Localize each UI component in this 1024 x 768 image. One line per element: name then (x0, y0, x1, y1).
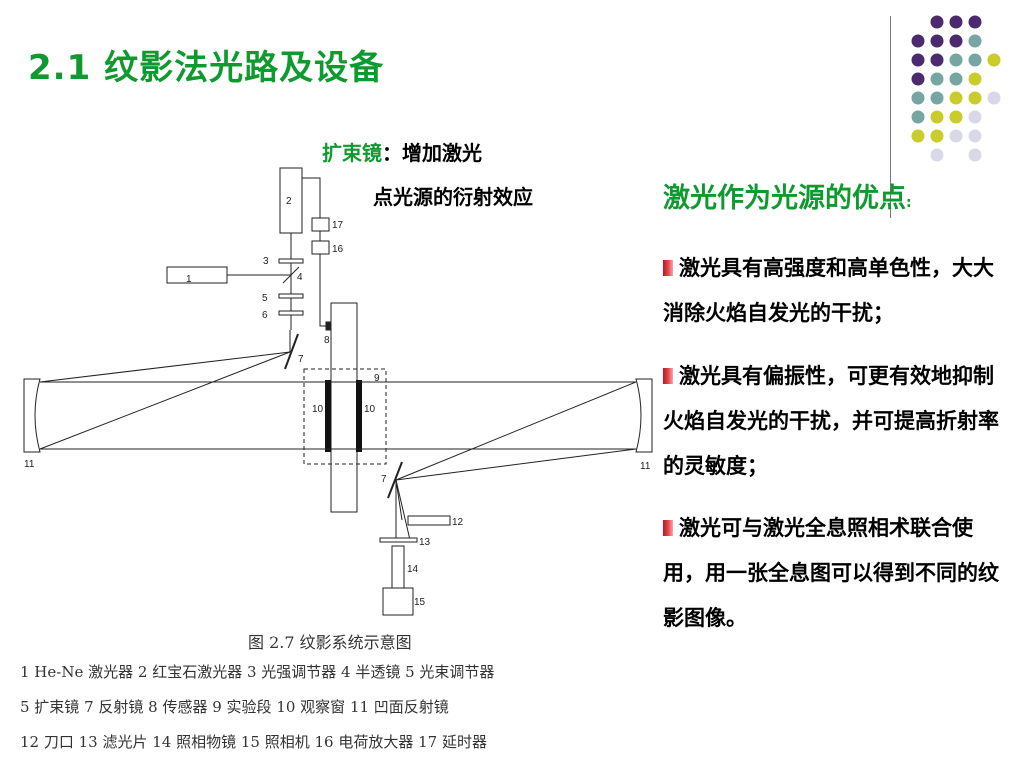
test-section (330, 302, 358, 513)
knife-edge (407, 515, 451, 526)
component-label: 9 (374, 373, 380, 384)
slide-title: 2.1 纹影法光路及设备 (28, 48, 385, 88)
reflector (284, 333, 299, 370)
decorative-dot (987, 53, 1001, 67)
decorative-dot (911, 110, 925, 124)
component-label: 11 (640, 461, 651, 472)
component-label: 11 (24, 459, 35, 470)
decorative-dot (930, 110, 944, 124)
decorative-dot (930, 148, 944, 162)
figure-legend-line: 1 He-Ne 激光器 2 红宝石激光器 3 光强调节器 4 半透镜 5 光束调… (20, 663, 495, 681)
reflector (387, 461, 403, 499)
decorative-dot (930, 53, 944, 67)
advantage-text: 激光具有高强度和高单色性，大大消除火焰自发光的干扰； (663, 256, 994, 325)
delay-unit (311, 217, 330, 232)
note-term: 扩束镜 (322, 141, 382, 165)
observation-window (356, 380, 362, 452)
component-label: 10 (312, 404, 324, 415)
half-mirror (282, 266, 300, 284)
divider-line (890, 16, 891, 218)
concave-mirror-right (635, 378, 653, 453)
beam-regulator (278, 293, 304, 299)
component-label: 8 (324, 335, 330, 346)
observation-window (325, 380, 331, 452)
component-label: 1 (186, 274, 192, 285)
note-line1: ：增加激光 (382, 141, 482, 165)
figure-legend-line: 5 扩束镜 7 反射镜 8 传感器 9 实验段 10 观察窗 11 凹面反射镜 (20, 698, 449, 716)
decorative-dot (911, 34, 925, 48)
decorative-dot (949, 110, 963, 124)
decorative-dot (911, 129, 925, 143)
advantages-title-colon: : (906, 195, 912, 211)
decorative-dot (949, 34, 963, 48)
he-ne-laser (166, 266, 228, 284)
decorative-dot (949, 91, 963, 105)
component-label: 14 (407, 564, 419, 575)
decorative-dot (968, 129, 982, 143)
component-label: 5 (262, 293, 268, 304)
concave-mirror-left (23, 378, 41, 453)
bullet-icon (663, 520, 673, 536)
intensity-regulator (278, 258, 304, 264)
decorative-dot (968, 148, 982, 162)
decorative-dot (930, 34, 944, 48)
decorative-dot (968, 91, 982, 105)
advantages-title-text: 激光作为光源的优点 (663, 183, 906, 214)
decorative-dot (930, 15, 944, 29)
decorative-dot (930, 129, 944, 143)
component-label: 12 (452, 517, 464, 528)
camera-lens (391, 545, 405, 589)
decorative-dot (949, 72, 963, 86)
component-label: 16 (332, 244, 344, 255)
component-label: 7 (381, 474, 387, 485)
component-label: 13 (419, 537, 431, 548)
component-label: 7 (298, 354, 304, 365)
advantage-point: 激光可与激光全息照相术联合使用，用一张全息图可以得到不同的纹影图像。 (663, 506, 1008, 641)
decorative-dot (968, 110, 982, 124)
bullet-icon (663, 260, 673, 276)
component-label: 6 (262, 310, 268, 321)
sensor (325, 321, 332, 331)
charge-amplifier (311, 240, 330, 255)
figure-caption: 图 2.7 纹影系统示意图 (248, 633, 412, 652)
decorative-dot (911, 91, 925, 105)
decorative-dot (987, 91, 1001, 105)
advantage-point: 激光具有偏振性，可更有效地抑制火焰自发光的干扰，并可提高折射率的灵敏度； (663, 354, 1008, 489)
decorative-dot (949, 53, 963, 67)
decorative-dot (930, 72, 944, 86)
decorative-dot (949, 15, 963, 29)
observation-region (303, 368, 387, 465)
component-label: 3 (263, 256, 269, 267)
beam-expander-note: 扩束镜：增加激光 (322, 137, 482, 166)
decorative-dot (911, 53, 925, 67)
decorative-dot (949, 129, 963, 143)
decorative-dot-grid (911, 15, 1001, 162)
advantage-text: 激光可与激光全息照相术联合使用，用一张全息图可以得到不同的纹影图像。 (663, 516, 999, 630)
component-label: 4 (297, 272, 303, 283)
camera (382, 587, 414, 616)
figure-legend-line: 12 刀口 13 滤光片 14 照相物镜 15 照相机 16 电荷放大器 17 … (20, 733, 487, 751)
decorative-dot (968, 34, 982, 48)
decorative-dot (968, 72, 982, 86)
beam-expander (278, 310, 304, 316)
decorative-dot (911, 72, 925, 86)
advantages-title: 激光作为光源的优点: (663, 176, 912, 215)
filter (379, 537, 418, 543)
component-label: 15 (414, 597, 426, 608)
component-label: 17 (332, 220, 344, 231)
bullet-icon (663, 368, 673, 384)
component-label: 2 (286, 196, 292, 207)
advantage-point: 激光具有高强度和高单色性，大大消除火焰自发光的干扰； (663, 246, 1008, 336)
decorative-dot (930, 91, 944, 105)
note-line2: 点光源的衍射效应 (373, 185, 533, 209)
advantage-text: 激光具有偏振性，可更有效地抑制火焰自发光的干扰，并可提高折射率的灵敏度； (663, 364, 999, 478)
component-label: 10 (364, 404, 376, 415)
decorative-dot (968, 53, 982, 67)
decorative-dot (968, 15, 982, 29)
